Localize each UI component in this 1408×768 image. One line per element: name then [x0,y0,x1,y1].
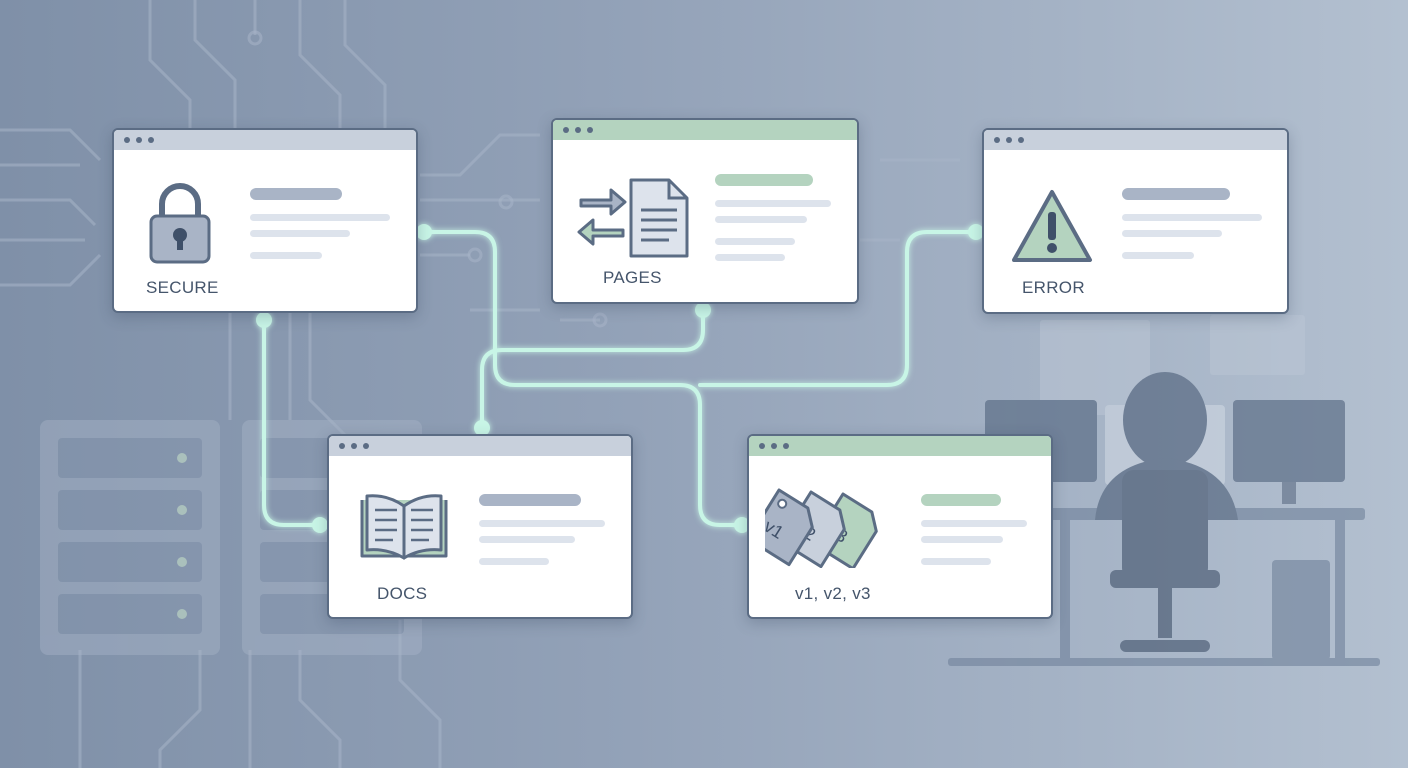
connector-secure-to-docs [262,316,322,527]
window-dot-icon [575,127,581,133]
warning-triangle-icon [1012,190,1092,262]
placeholder-heading-line [250,188,342,200]
window-dot-icon [1018,137,1024,143]
placeholder-text-line [715,238,795,245]
circuit-traces [0,0,960,768]
pages-card: PAGES [551,118,859,304]
window-dot-icon [771,443,777,449]
open-book-icon [360,494,448,560]
window-dot-icon [351,443,357,449]
window-dot-icon [563,127,569,133]
placeholder-text-line [479,558,549,565]
placeholder-text-line [250,252,322,259]
versions-card: v3 v2 v1 v1, v2, v3 [747,434,1053,619]
connector-node [695,302,711,318]
versions-label: v1, v2, v3 [795,584,871,603]
placeholder-text-line [1122,230,1222,237]
version-tags-icon: v3 v2 v1 [765,488,878,568]
placeholder-text-line [921,536,1003,543]
window-dot-icon [124,137,130,143]
connector-node [416,224,432,240]
secure-label: SECURE [146,278,219,297]
placeholder-text-line [715,216,807,223]
placeholder-text-line [479,520,605,527]
connector-node [474,420,490,436]
lock-icon [149,183,211,264]
window-dot-icon [994,137,1000,143]
secure-card: SECURE [112,128,418,313]
placeholder-text-line [1122,214,1262,221]
window-dot-icon [759,443,765,449]
window-titlebar [329,436,631,456]
circuit-pads [247,30,608,328]
docs-card: DOCS [327,434,633,619]
window-dot-icon [783,443,789,449]
placeholder-text-line [250,230,350,237]
window-titlebar [114,130,416,150]
window-dot-icon [136,137,142,143]
connector-node [968,224,984,240]
connector-node [256,312,272,328]
placeholder-heading-line [479,494,581,506]
placeholder-text-line [921,558,991,565]
window-titlebar [749,436,1051,456]
error-card: ERROR [982,128,1289,314]
placeholder-text-line [479,536,575,543]
connector-node [312,517,328,533]
window-dot-icon [148,137,154,143]
window-dot-icon [363,443,369,449]
placeholder-text-line [250,214,390,221]
connector-secure-to-versions [420,230,744,527]
placeholder-heading-line [1122,188,1230,200]
error-label: ERROR [1022,278,1085,297]
placeholder-text-line [921,520,1027,527]
window-dot-icon [339,443,345,449]
window-dot-icon [1006,137,1012,143]
placeholder-text-line [1122,252,1194,259]
connector-error-to-hub [698,230,978,387]
placeholder-heading-line [921,494,1001,506]
connector-pages-to-docs [480,306,705,430]
pages-label: PAGES [603,268,662,287]
window-titlebar [553,120,857,140]
placeholder-heading-line [715,174,813,186]
placeholder-text-line [715,254,785,261]
connector-node [734,517,750,533]
window-dot-icon [587,127,593,133]
developer-workstation [948,315,1380,666]
placeholder-text-line [715,200,831,207]
redirect-document-icon [577,178,689,258]
docs-label: DOCS [377,584,428,603]
window-titlebar [984,130,1287,150]
